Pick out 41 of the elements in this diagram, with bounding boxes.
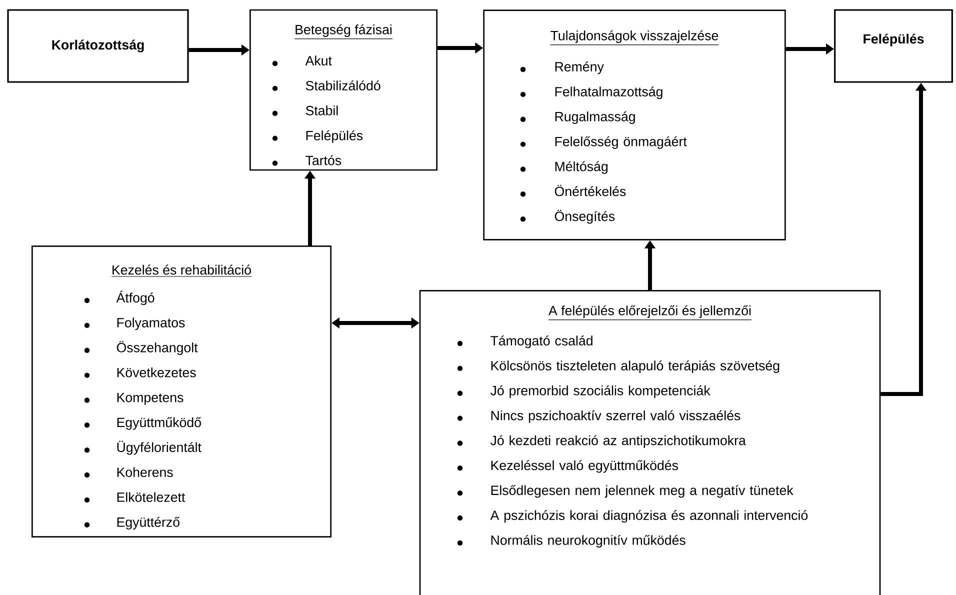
bullet-item: Kölcsönös tiszteleten alapuló terápiás szövetség (457, 360, 780, 374)
bullet-item: Együttérző (84, 516, 180, 530)
bullet-item: Méltóság (520, 161, 608, 174)
bullet-item: Akut (272, 56, 332, 66)
bullet-item: Elkötelezett (84, 492, 186, 503)
bullet-item: Önsegítés (520, 210, 615, 224)
bullet-item: Kezeléssel való együttműködés (457, 460, 678, 473)
bullet-item: Kompetens (84, 392, 184, 405)
list-box (250, 9, 438, 171)
bullet-item: Következetes (84, 367, 196, 378)
bullet-item: Tartós (272, 155, 342, 166)
bullet-item: Felelősség önmagáért (520, 136, 687, 149)
box-heading: Kezelés és rehabilitáció (111, 264, 252, 277)
box-heading: A felépülés előrejelzői és jellemzői (548, 305, 752, 320)
bullet-item: Stabil (272, 106, 338, 116)
bullet-item: A pszichózis korai diagnózisa és azonnali intervenció (457, 510, 808, 523)
list-box (419, 290, 881, 595)
bullet-item: Jó premorbid szociális kompetenciák (457, 385, 710, 398)
text-box: Korlátozottság (7, 9, 189, 83)
bullet-item: Ügyfélorientált (84, 440, 202, 455)
bullet-item: Folyamatos (84, 318, 185, 330)
bullet-item: Rugalmasság (520, 111, 635, 124)
bullet-item: Támogató család (457, 336, 592, 348)
bullet-item: Nincs pszichoaktív szerrel való visszaélés (457, 410, 740, 423)
bullet-item: Összehangolt (84, 341, 198, 355)
text-box: Felépülés (834, 9, 953, 83)
bullet-item: Stabilizálódó (272, 80, 380, 92)
bullet-item: Jó kezdeti reakció az antipszichotikumokra (457, 435, 746, 448)
bullet-item: Együttműködő (84, 417, 201, 430)
bullet-item: Remény (520, 62, 604, 74)
list-box (483, 10, 786, 240)
box-heading: Tulajdonságok visszajelzése (550, 30, 720, 46)
list-box (32, 246, 332, 538)
box-heading: Betegség fázisai (294, 24, 393, 40)
bullet-item: Normális neurokognitív működés (457, 534, 686, 548)
bullet-item: Koherens (84, 467, 173, 478)
bullet-item: Átfogó (84, 290, 154, 306)
bullet-item: Felépülés (272, 130, 363, 143)
bullet-item: Elsődlegesen nem jelennek meg a negatív tünetek (457, 485, 794, 498)
bullet-item: Önértékelés (520, 184, 626, 197)
bullet-item: Felhatalmazottság (520, 86, 662, 100)
